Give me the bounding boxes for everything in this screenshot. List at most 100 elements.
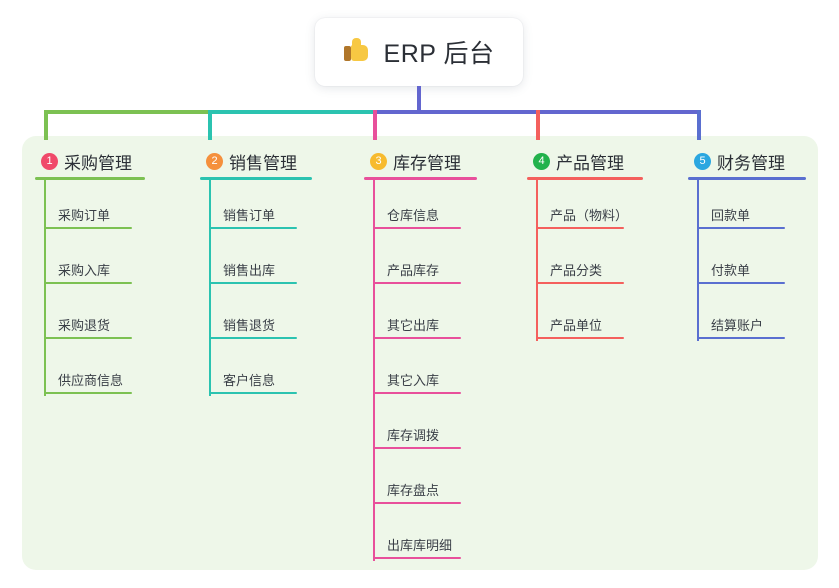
branch-header-rule	[364, 177, 477, 180]
branch-item-label: 销售出库	[223, 263, 276, 278]
branch-spine	[209, 177, 211, 396]
branch-header-rule	[35, 177, 145, 180]
branch-spine	[536, 177, 538, 341]
branch-item-rule	[697, 227, 785, 229]
branch-header-rule	[200, 177, 312, 180]
branch-item-rule	[209, 337, 297, 339]
branch-header-3[interactable]: 3 库存管理	[364, 148, 461, 174]
branch-item[interactable]: 采购退货	[44, 313, 132, 339]
branch-item-rule	[44, 337, 132, 339]
branch-item[interactable]: 产品（物料）	[536, 203, 628, 229]
branch-item[interactable]: 其它出库	[373, 313, 461, 339]
branch-item[interactable]: 结算账户	[697, 313, 785, 339]
branch-item-label: 供应商信息	[58, 373, 124, 388]
branch-item-label: 回款单	[711, 208, 751, 223]
branch-item[interactable]: 库存调拨	[373, 423, 461, 449]
branch-item[interactable]: 产品单位	[536, 313, 624, 339]
branch-item-label: 产品库存	[387, 263, 440, 278]
branch-item[interactable]: 仓库信息	[373, 203, 461, 229]
branch-number-badge: 4	[533, 152, 550, 170]
branch-header-2[interactable]: 2 销售管理	[200, 148, 297, 174]
branch-item[interactable]: 回款单	[697, 203, 785, 229]
branch-item-label: 采购订单	[58, 208, 111, 223]
thumbs-up-icon	[343, 37, 374, 67]
connector-bus-segment-1	[44, 110, 208, 114]
branch-item-rule	[697, 282, 785, 284]
branch-item[interactable]: 其它入库	[373, 368, 461, 394]
connector-bus-segment-2	[208, 110, 373, 114]
root-node-label: ERP 后台	[383, 40, 495, 68]
branch-item[interactable]: 采购入库	[44, 258, 132, 284]
branch-spine	[373, 177, 375, 561]
branch-item-label: 结算账户	[711, 318, 764, 333]
branch-item-rule	[373, 337, 461, 339]
branch-item-rule	[373, 557, 461, 559]
connector-drop-2	[208, 110, 212, 140]
branch-item[interactable]: 出库库明细	[373, 533, 461, 559]
branch-item-rule	[373, 392, 461, 394]
branch-item-label: 付款单	[711, 263, 751, 278]
branch-item-label: 库存调拨	[387, 428, 440, 443]
root-trunk-connector	[417, 86, 421, 114]
branch-item[interactable]: 供应商信息	[44, 368, 132, 394]
branch-item-label: 其它入库	[387, 373, 440, 388]
branch-item[interactable]: 产品库存	[373, 258, 461, 284]
branch-item[interactable]: 客户信息	[209, 368, 297, 394]
branch-item[interactable]: 销售出库	[209, 258, 297, 284]
branch-item-label: 其它出库	[387, 318, 440, 333]
branch-item-rule	[44, 282, 132, 284]
branch-item-rule	[44, 392, 132, 394]
branch-item-label: 产品单位	[550, 318, 603, 333]
branch-item-rule	[373, 447, 461, 449]
branch-title-label: 库存管理	[393, 153, 461, 173]
branch-item-rule	[536, 227, 624, 229]
branch-number-badge: 3	[370, 152, 387, 170]
branch-number-badge: 2	[206, 152, 223, 170]
branch-item-rule	[209, 227, 297, 229]
branch-title-label: 财务管理	[717, 153, 785, 173]
connector-drop-3	[373, 110, 377, 140]
branch-item-label: 客户信息	[223, 373, 276, 388]
branch-number-badge: 1	[41, 152, 58, 170]
branch-item-label: 采购入库	[58, 263, 111, 278]
branch-spine	[44, 177, 46, 396]
branch-item-rule	[373, 502, 461, 504]
branch-item-label: 采购退货	[58, 318, 111, 333]
branch-title-label: 销售管理	[229, 153, 297, 173]
branch-item-rule	[209, 392, 297, 394]
root-node[interactable]: ERP 后台	[315, 18, 523, 86]
connector-drop-1	[44, 110, 48, 140]
branch-header-rule	[527, 177, 643, 180]
branch-item-rule	[373, 282, 461, 284]
branch-item[interactable]: 库存盘点	[373, 478, 461, 504]
branch-number-badge: 5	[694, 152, 711, 170]
branch-item-label: 库存盘点	[387, 483, 440, 498]
branch-item-label: 产品（物料）	[550, 208, 629, 223]
branch-item[interactable]: 销售退货	[209, 313, 297, 339]
branch-item-label: 产品分类	[550, 263, 603, 278]
branch-item-label: 出库库明细	[387, 538, 453, 553]
branch-header-rule	[688, 177, 806, 180]
branch-panel-background	[22, 136, 818, 570]
branch-spine	[697, 177, 699, 341]
branch-header-5[interactable]: 5 财务管理	[688, 148, 785, 174]
branch-item-rule	[44, 227, 132, 229]
branch-item-rule	[209, 282, 297, 284]
branch-header-1[interactable]: 1 采购管理	[35, 148, 132, 174]
branch-title-label: 产品管理	[556, 153, 624, 173]
branch-item-label: 销售订单	[223, 208, 276, 223]
branch-title-label: 采购管理	[64, 153, 132, 173]
branch-item[interactable]: 付款单	[697, 258, 785, 284]
branch-item-rule	[536, 282, 624, 284]
connector-drop-4	[536, 110, 540, 140]
branch-item[interactable]: 产品分类	[536, 258, 624, 284]
branch-item-label: 仓库信息	[387, 208, 440, 223]
branch-item[interactable]: 采购订单	[44, 203, 132, 229]
branch-header-4[interactable]: 4 产品管理	[527, 148, 624, 174]
branch-item[interactable]: 销售订单	[209, 203, 297, 229]
branch-item-label: 销售退货	[223, 318, 276, 333]
branch-item-rule	[373, 227, 461, 229]
branch-item-rule	[697, 337, 785, 339]
branch-item-rule	[536, 337, 624, 339]
